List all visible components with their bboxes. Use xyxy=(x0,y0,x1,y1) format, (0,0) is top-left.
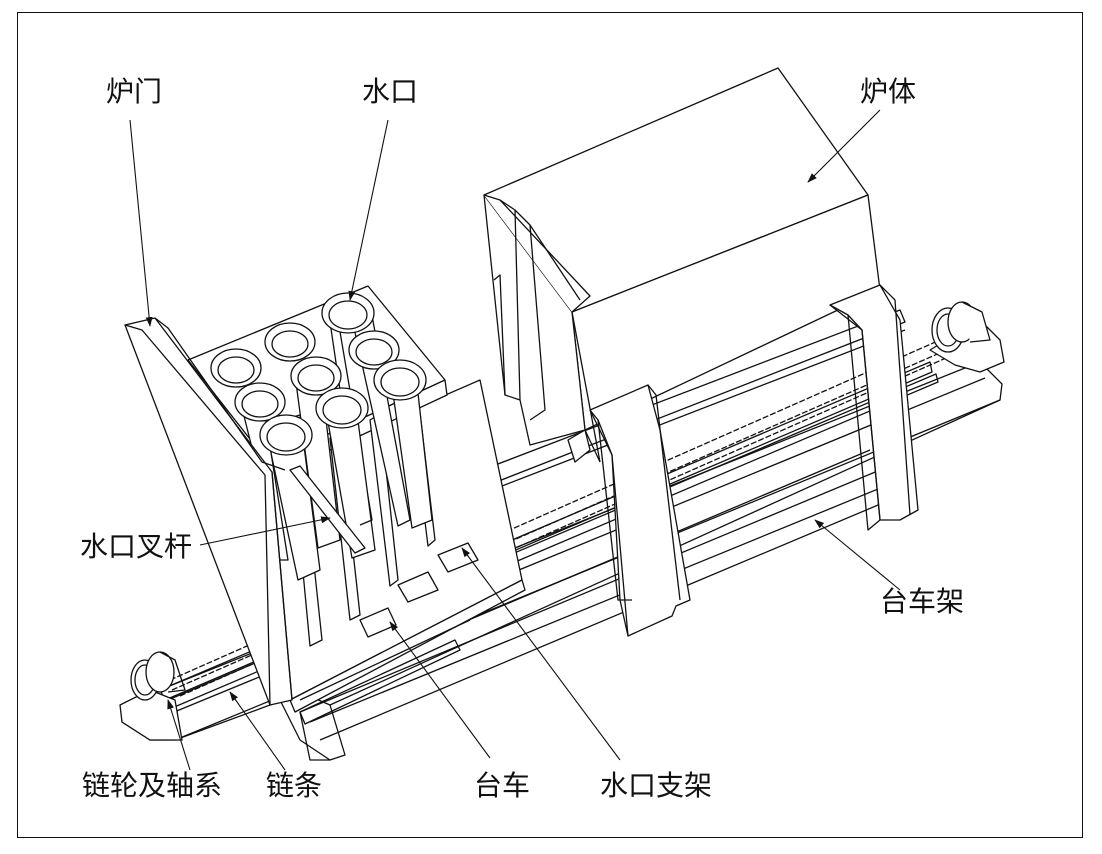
label-trolley: 台车 xyxy=(474,769,531,802)
furnace-body xyxy=(483,67,919,637)
nozzle-fork-rod xyxy=(289,465,366,554)
drawing-frame xyxy=(17,12,1083,838)
label-trolley-frame: 台车架 xyxy=(880,585,965,618)
furnace-door xyxy=(124,317,293,706)
label-furnace-body: 炉体 xyxy=(860,75,917,108)
label-chain: 链条 xyxy=(266,769,323,802)
sprocket-right xyxy=(929,301,1005,373)
label-furnace-door: 炉门 xyxy=(106,75,163,108)
label-nozzle-bracket: 水口支架 xyxy=(600,769,713,802)
leader-lines xyxy=(129,109,901,771)
label-nozzle-fork-rod: 水口叉杆 xyxy=(80,530,193,563)
label-sprocket-and-shaft: 链轮及轴系 xyxy=(82,769,223,802)
label-nozzle: 水口 xyxy=(362,75,419,108)
sprocket-left xyxy=(119,651,186,741)
